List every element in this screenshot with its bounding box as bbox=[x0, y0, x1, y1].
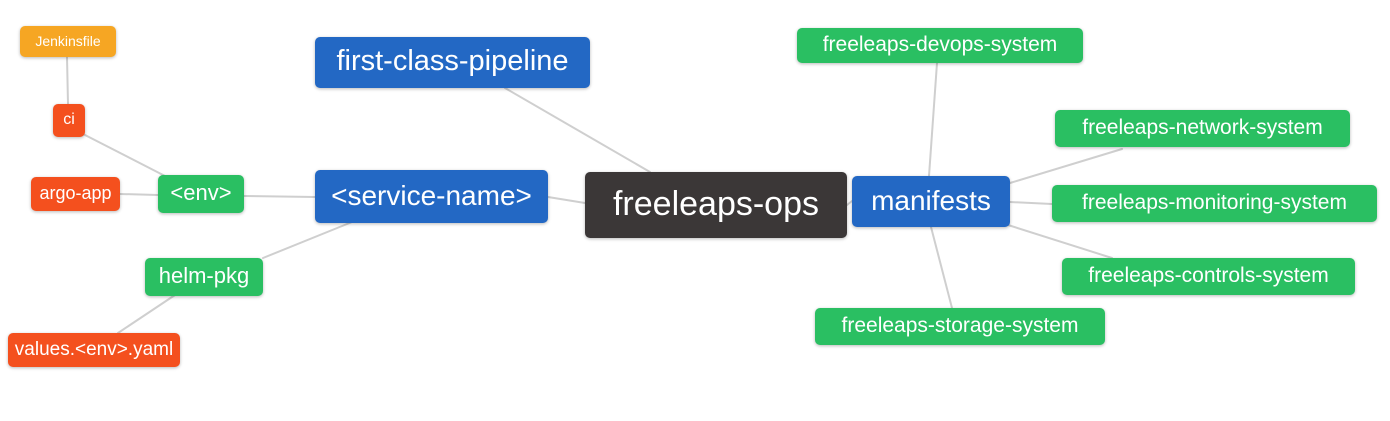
connector-line-service-name-freeleaps-ops bbox=[547, 196, 586, 204]
node-freeleaps-storage-system[interactable]: freeleaps-storage-system bbox=[815, 308, 1105, 345]
node-jenkinsfile[interactable]: Jenkinsfile bbox=[20, 26, 116, 57]
node-freeleaps-controls-system[interactable]: freeleaps-controls-system bbox=[1062, 258, 1355, 295]
node-env[interactable]: <env> bbox=[158, 175, 244, 213]
node-service-name[interactable]: <service-name> bbox=[315, 170, 548, 223]
connector-line-manifests-freeleaps-controls-system bbox=[1007, 224, 1113, 259]
node-helm-pkg[interactable]: helm-pkg bbox=[145, 258, 263, 296]
connector-line-service-name-helm-pkg bbox=[262, 221, 353, 259]
connector-line-ci-env bbox=[84, 134, 166, 177]
connector-line-jenkinsfile-ci bbox=[66, 56, 69, 105]
node-argo-app[interactable]: argo-app bbox=[31, 177, 120, 211]
node-manifests[interactable]: manifests bbox=[852, 176, 1010, 227]
node-values-env-yaml[interactable]: values.<env>.yaml bbox=[8, 333, 180, 367]
node-label: <env> bbox=[170, 180, 232, 205]
node-ci[interactable]: ci bbox=[53, 104, 85, 137]
node-label: values.<env>.yaml bbox=[14, 338, 174, 360]
node-label: helm-pkg bbox=[158, 263, 250, 288]
node-label: first-class-pipeline bbox=[336, 45, 569, 77]
node-freeleaps-monitoring-system[interactable]: freeleaps-monitoring-system bbox=[1052, 185, 1377, 222]
node-label: freeleaps-storage-system bbox=[841, 314, 1079, 337]
connector-line-first-class-pipeline-freeleaps-ops bbox=[504, 87, 651, 173]
node-freeleaps-network-system[interactable]: freeleaps-network-system bbox=[1055, 110, 1350, 147]
node-label: freeleaps-ops bbox=[612, 185, 819, 223]
node-label: manifests bbox=[871, 184, 991, 216]
node-label: freeleaps-monitoring-system bbox=[1082, 191, 1347, 214]
node-label: ci bbox=[63, 110, 75, 128]
node-freeleaps-devops-system[interactable]: freeleaps-devops-system bbox=[797, 28, 1083, 63]
connector-line-manifests-freeleaps-monitoring-system bbox=[1009, 201, 1053, 205]
node-label: Jenkinsfile bbox=[35, 32, 101, 49]
node-label: freeleaps-network-system bbox=[1082, 116, 1323, 139]
node-first-class-pipeline[interactable]: first-class-pipeline bbox=[315, 37, 590, 88]
node-label: freeleaps-devops-system bbox=[822, 33, 1058, 56]
connector-line-helm-pkg-values-env-yaml bbox=[117, 294, 176, 334]
node-label: freeleaps-controls-system bbox=[1088, 264, 1329, 287]
connector-line-env-service-name bbox=[243, 195, 316, 198]
connector-line-manifests-freeleaps-network-system bbox=[1009, 148, 1123, 184]
node-label: <service-name> bbox=[331, 179, 532, 211]
connector-line-freeleaps-devops-system-manifests bbox=[928, 62, 938, 177]
connector-line-argo-app-env bbox=[119, 193, 159, 196]
connector-line-freeleaps-ops-manifests bbox=[846, 200, 853, 206]
connector-line-manifests-freeleaps-storage-system bbox=[930, 226, 953, 309]
node-freeleaps-ops[interactable]: freeleaps-ops bbox=[585, 172, 847, 238]
node-label: argo-app bbox=[39, 183, 112, 203]
